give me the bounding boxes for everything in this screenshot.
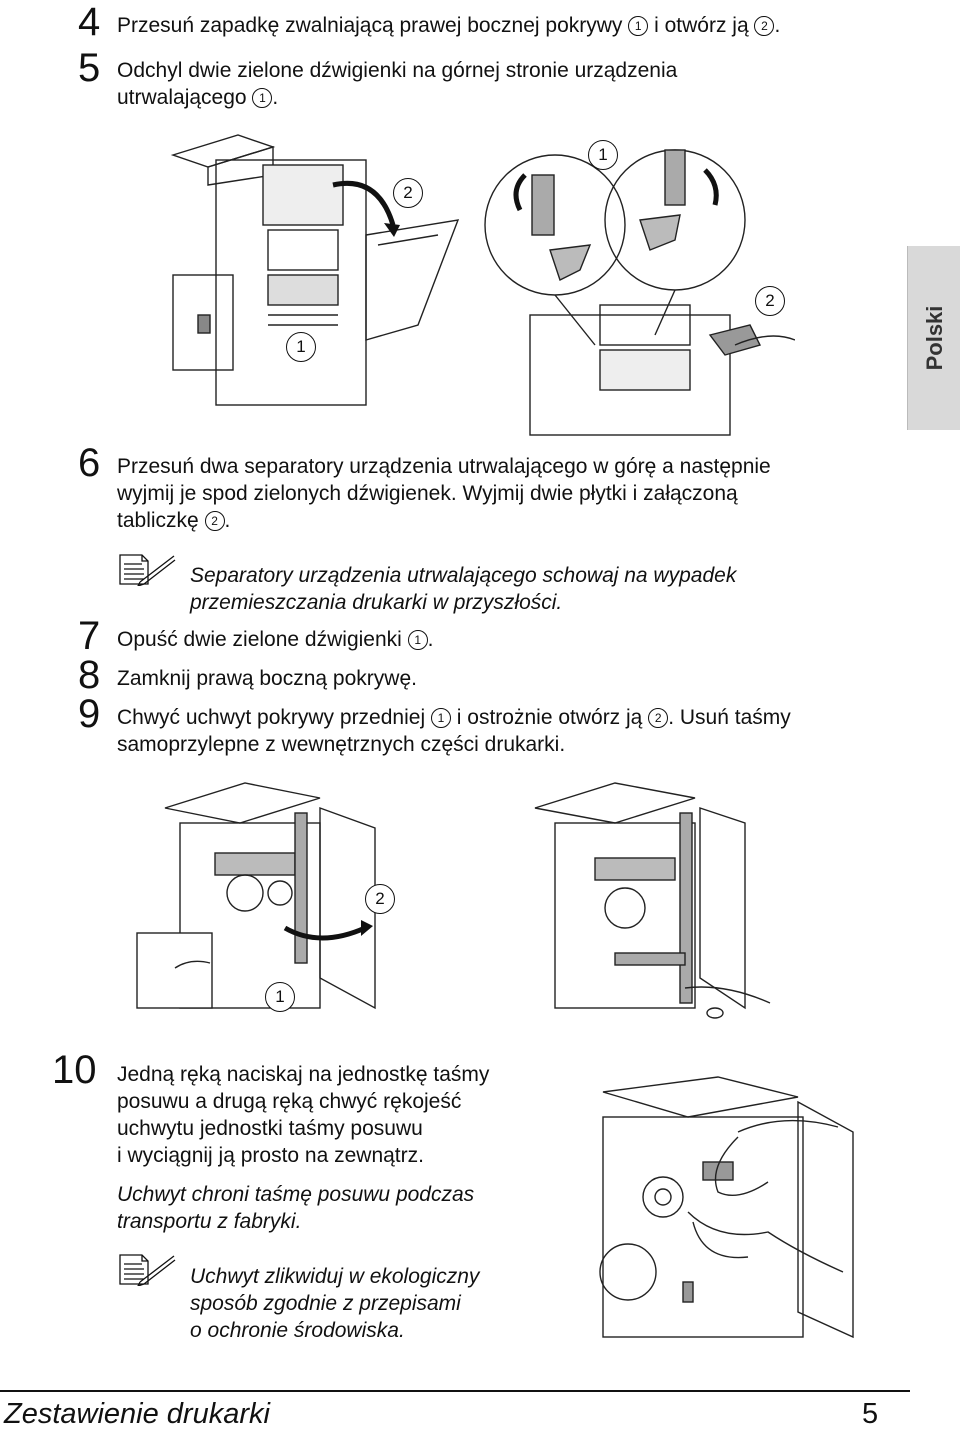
illustration-remove-tapes xyxy=(534,782,771,1019)
step-7-number: 7 xyxy=(78,614,101,658)
step-7-text: Opuść dwie zielone dźwigienki 1. xyxy=(117,628,434,651)
step-10-number: 10 xyxy=(52,1048,97,1092)
page-number: 5 xyxy=(862,1398,879,1430)
step-8-number: 8 xyxy=(78,653,101,697)
callout-1-top-left: 1 xyxy=(286,332,316,362)
step-9-number: 9 xyxy=(78,692,101,736)
step-6-text: Przesuń dwa separatory urządzenia utrwal… xyxy=(117,455,771,532)
footer-title: Zestawienie drukarki xyxy=(4,1398,270,1430)
language-tab-label: Polski xyxy=(921,305,947,371)
step-4-number: 4 xyxy=(78,0,101,44)
step-10-italic-note: Uchwyt chroni taśmę posuwu podczas trans… xyxy=(117,1183,475,1233)
illustration-front-cover-open xyxy=(136,782,376,1010)
step-5-text: Odchyl dwie zielone dźwigienki na górnej… xyxy=(117,59,678,109)
footer-rule xyxy=(0,1390,910,1392)
note-2-text: Uchwyt zlikwiduj w ekologiczny sposób zg… xyxy=(190,1265,480,1342)
step-8-text: Zamknij prawą boczną pokrywę. xyxy=(117,667,417,690)
note-1-text: Separatory urządzenia utrwalającego scho… xyxy=(190,564,737,614)
note-pencil-icon xyxy=(119,554,176,586)
illustration-pull-belt-unit xyxy=(599,1076,854,1339)
callout-2-top-left: 2 xyxy=(393,178,423,208)
step-10-text: Jedną ręką naciskaj na jednostkę taśmy p… xyxy=(117,1063,490,1167)
illustration-fuser-levers xyxy=(484,149,795,436)
language-tab: Polski xyxy=(907,246,960,430)
step-6-number: 6 xyxy=(78,441,101,485)
callout-2-middle: 2 xyxy=(365,884,395,914)
step-9-text: Chwyć uchwyt pokrywy przedniej 1 i ostro… xyxy=(117,706,791,756)
callout-1-top-right: 1 xyxy=(588,140,618,170)
callout-2-top-right: 2 xyxy=(755,286,785,316)
callout-1-middle: 1 xyxy=(265,982,295,1012)
note-pencil-icon xyxy=(119,1254,176,1286)
step-4-text: Przesuń zapadkę zwalniającą prawej boczn… xyxy=(117,14,781,37)
illustration-open-side-cover xyxy=(170,134,460,406)
step-5-number: 5 xyxy=(78,46,101,90)
